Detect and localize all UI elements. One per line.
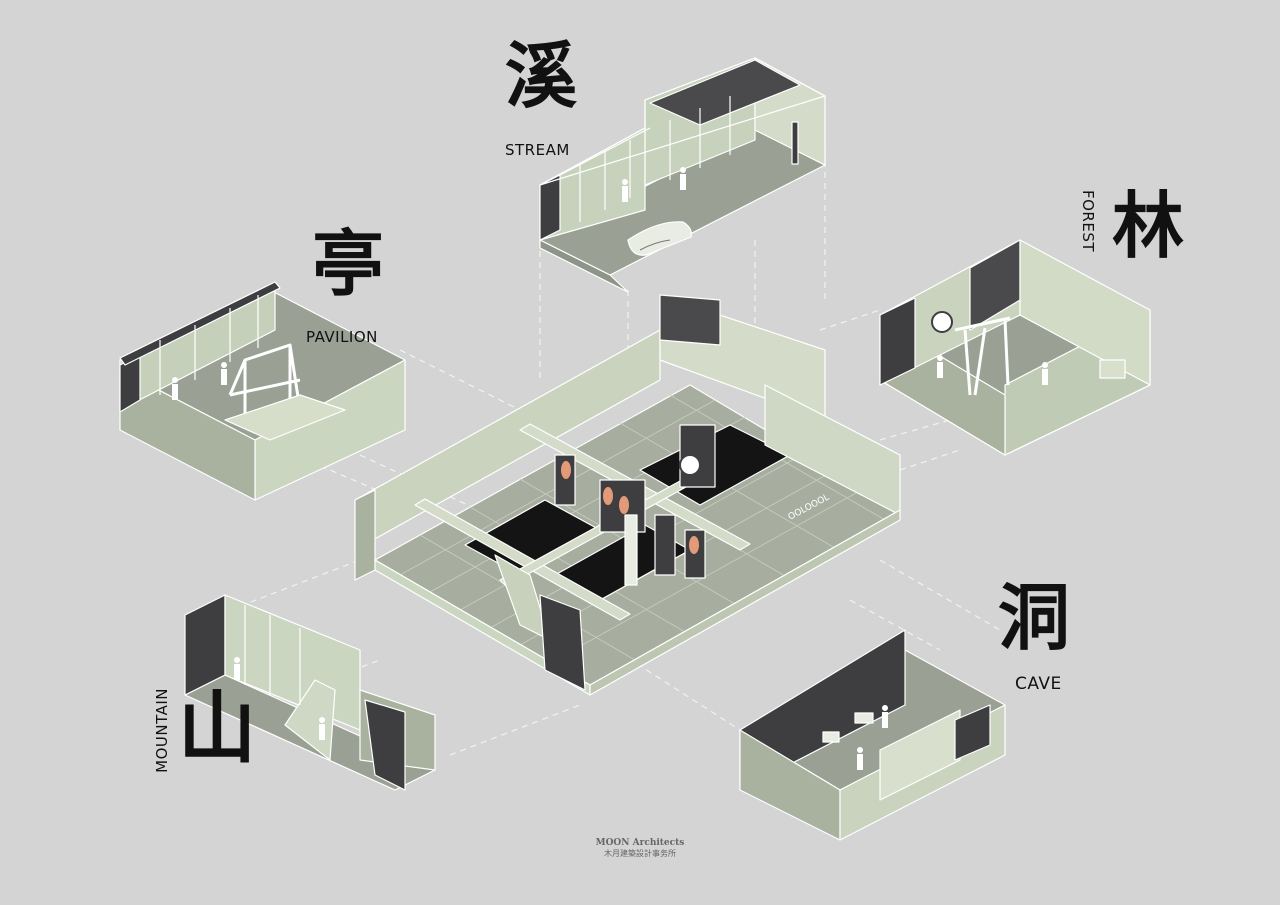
forest-back-panel-dark: [879, 297, 916, 386]
central-partitions: [554, 424, 716, 579]
stream-dark-panel: [649, 59, 801, 126]
cave-counter: [879, 709, 961, 801]
central-dark-block: [659, 294, 721, 346]
stream-floor-front: [539, 239, 629, 293]
stream-top-edge: [539, 57, 826, 186]
stream-back-wall-dark: [539, 174, 561, 241]
studio-credit: MOON Architects 木月建築設計事务所: [560, 838, 720, 858]
stream-title-en: STREAM: [505, 141, 570, 159]
mountain-module: [184, 594, 436, 791]
accent-circles: [561, 461, 699, 554]
studio-name-en: MOON Architects: [595, 838, 685, 848]
human-figures: [172, 167, 1048, 770]
cave-title-zh: 洞: [998, 575, 1071, 660]
stream-sculpture: [627, 221, 692, 256]
pavilion-title-en: PAVILION: [306, 328, 378, 346]
forest-right-wall: [1019, 239, 1151, 386]
stream-title-zh: 溪: [505, 33, 578, 118]
mountain-dark-block: [364, 699, 406, 791]
forest-title-zh: 林: [1112, 183, 1185, 268]
cave-module: [739, 629, 1006, 841]
forest-module: [879, 239, 1151, 456]
central-front-right: [589, 509, 901, 696]
pavilion-module: [119, 281, 406, 501]
pavilion-title-zh: 亭: [312, 221, 385, 306]
pavilion-frame: [228, 343, 302, 420]
studio-name-zh: 木月建築設計事务所: [604, 848, 676, 858]
central-front-wall: [354, 489, 376, 581]
central-plan: OOLOOOL: [354, 294, 901, 696]
stream-module: [539, 57, 826, 293]
mountain-title-zh: 山: [178, 683, 257, 774]
mountain-title-en: MOUNTAIN: [153, 688, 171, 773]
forest-title-en: FOREST: [1079, 190, 1097, 253]
cave-title-en: CAVE: [1015, 674, 1062, 694]
